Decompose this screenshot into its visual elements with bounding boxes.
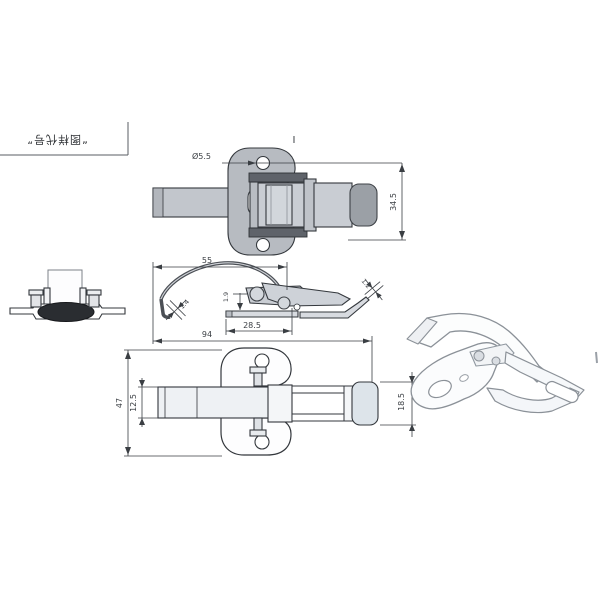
side-view-arrow-94-right [363, 338, 371, 344]
side-view-catch-plate [299, 296, 370, 319]
bottom-view: 47 12.5 18.5 [115, 347, 416, 457]
dim-lever-length: 55 [202, 256, 212, 265]
front-view-bolt-right [88, 294, 100, 308]
dim-hole-spacing: 34.5 [389, 193, 398, 211]
front-view-lever [47, 269, 83, 307]
title-block-label: “图样代号” [26, 133, 87, 147]
side-view-roller-pin [277, 296, 291, 310]
front-view-gasket [37, 302, 95, 322]
side-view-base-plate [225, 310, 299, 318]
bottom-view-arrow-18-bottom [409, 424, 415, 431]
side-view-base-tab [225, 310, 233, 318]
dim-hook-thickness: 1.4 [178, 298, 191, 311]
dim-hook-width: 18.5 [397, 393, 406, 411]
iso-loop-tip [545, 380, 579, 404]
top-view-left-strap [152, 187, 231, 218]
dim-overall-width: 47 [115, 398, 124, 408]
top-view-roller [265, 184, 293, 226]
iso-lever-tip [406, 317, 438, 345]
side-view-1_4-arrow-a [177, 301, 185, 309]
iso-small-hole [459, 374, 469, 382]
top-view-arrow-down [399, 231, 405, 239]
side-view-1_2-arrow-a [366, 281, 373, 289]
top-view-hole-lower [255, 237, 271, 253]
iso-roller-pin [491, 356, 501, 366]
bottom-view-roller [267, 384, 293, 423]
front-view-bolt-left [30, 294, 42, 308]
iso-claw-loop [486, 387, 580, 414]
side-view-1_4-dim-line [165, 299, 187, 321]
top-view-arrow-up [399, 164, 405, 172]
iso-pivot-pin [473, 350, 485, 362]
side-view-1_4-arrow-b [167, 311, 175, 319]
top-view-section-mark: I [293, 135, 296, 146]
bottom-view-arrow-12-top [139, 380, 145, 387]
bottom-view-strap [157, 386, 271, 419]
bottom-view-handle-grip [351, 381, 379, 426]
top-view-strap-cap [152, 187, 164, 218]
bottom-view-hole-upper [254, 353, 270, 369]
iso-base-hole [428, 379, 452, 399]
bottom-view-bolt-upper-head [249, 366, 267, 374]
top-view-handle-grip [349, 183, 378, 227]
bottom-view-arm-bar-lower [291, 413, 353, 422]
front-view-bolt-head-right [86, 289, 102, 296]
bottom-view-bolt-lower [253, 417, 263, 432]
dim-strap-width: 12.5 [129, 394, 138, 412]
bottom-view-bolt-lower-head [249, 429, 267, 437]
side-view-arrow-94-left [154, 338, 162, 344]
iso-view [406, 312, 598, 414]
bottom-view-arrow-47-top [125, 351, 131, 359]
title-block: “图样代号” [0, 122, 129, 156]
dim-base-length: 28.5 [243, 321, 261, 330]
bottom-view-arrow-47-bottom [125, 447, 131, 455]
side-view-arrow-55-left [154, 264, 162, 270]
side-view-arrow-55-right [278, 264, 286, 270]
iso-edge-fragment [595, 351, 598, 364]
top-view: I Ø5.5 34.5 [152, 135, 406, 256]
front-view-bolt-head-left [28, 289, 44, 296]
side-view-arrow-1_9 [237, 303, 243, 310]
top-view-dark-bar-lower [248, 227, 308, 238]
dim-tip-thickness: 1.2 [360, 277, 373, 290]
bottom-view-arrow-18-top [409, 376, 415, 383]
top-view-right-strap [313, 182, 353, 228]
side-view-pivot-pin [249, 286, 265, 302]
side-view-arrow-28-left [227, 328, 235, 334]
bottom-view-arrow-12-bottom [139, 418, 145, 425]
side-view: 55 94 28.5 1.9 1.4 [152, 256, 384, 384]
dim-plate-thickness: 1.9 [222, 292, 230, 302]
top-view-leader-arrow [248, 160, 256, 166]
bottom-view-hole-lower [254, 434, 270, 450]
side-view-lever-arc-highlight [160, 262, 282, 300]
side-view-arrow-28-right [283, 328, 291, 334]
side-view-arm-notch [293, 303, 301, 311]
front-view [9, 269, 126, 322]
dim-hole-diameter: Ø5.5 [192, 151, 211, 161]
bottom-view-bolt-upper [253, 372, 263, 387]
dim-overall-length: 94 [202, 330, 212, 339]
top-view-dark-bar-upper [248, 172, 308, 183]
bottom-view-arm-bar-upper [291, 385, 353, 394]
side-view-1_2-arrow-b [375, 291, 382, 299]
